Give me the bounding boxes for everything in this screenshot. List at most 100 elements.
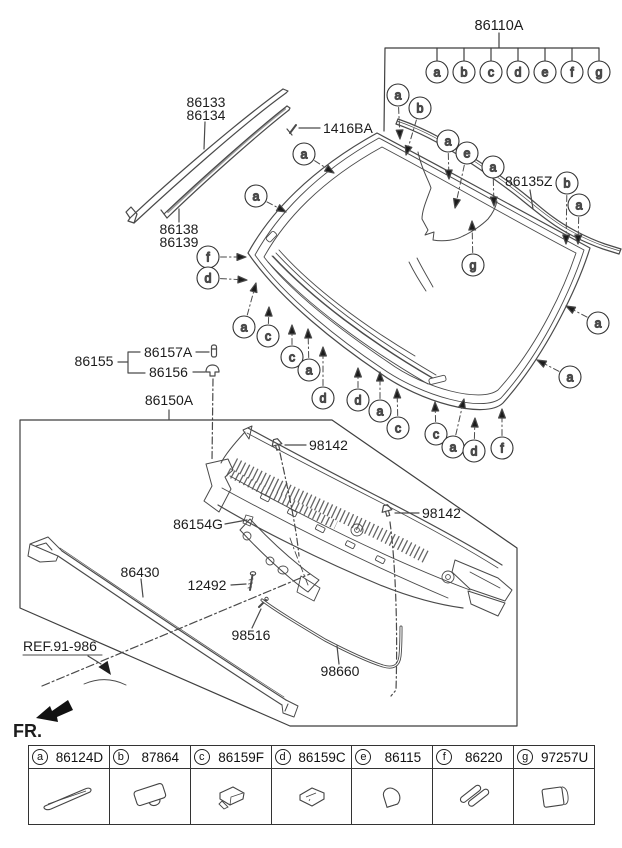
hose-drawing xyxy=(260,598,403,669)
callout-d-11[interactable]: d xyxy=(196,266,248,290)
label-86155[interactable]: 86155 xyxy=(75,353,114,369)
label-86156[interactable]: 86156 xyxy=(149,364,188,380)
callout-c-14[interactable]: c xyxy=(280,324,304,369)
label-1416BA[interactable]: 1416BA xyxy=(323,120,373,136)
label-98516[interactable]: 98516 xyxy=(232,627,271,643)
callout-a-12[interactable]: a xyxy=(232,282,259,339)
fr-label: FR. xyxy=(13,721,42,741)
label-layer: 86110A 86133 86134 86138 86139 1416BA 86… xyxy=(13,18,553,741)
legend-col-c[interactable]: c 86159F xyxy=(190,746,272,824)
callout-a-2[interactable]: a xyxy=(436,129,460,180)
callout-a-0[interactable]: a xyxy=(386,83,410,140)
legend-part-g: 97257U xyxy=(540,749,589,765)
group-callout-f[interactable]: f xyxy=(560,60,584,84)
svg-text:f: f xyxy=(206,251,210,265)
part-icon-clip xyxy=(218,785,245,810)
label-86135Z[interactable]: 86135Z xyxy=(505,173,553,189)
callout-a-25[interactable]: a xyxy=(535,357,582,389)
svg-text:a: a xyxy=(241,321,248,335)
label-98142-right[interactable]: 98142 xyxy=(422,505,461,521)
part-icon-pad xyxy=(383,787,401,808)
legend-part-d: 86159C xyxy=(298,749,346,765)
label-86157A[interactable]: 86157A xyxy=(144,344,193,360)
callout-f-23[interactable]: f xyxy=(490,408,514,460)
callout-g-7[interactable]: g xyxy=(461,220,485,277)
callout-b-1[interactable]: b xyxy=(403,96,432,156)
callout-d-16[interactable]: d xyxy=(311,346,335,410)
legend-letter-c: c xyxy=(193,749,210,765)
label-ref-91-986[interactable]: REF.91-986 xyxy=(23,638,97,654)
callout-e-3[interactable]: e xyxy=(452,141,479,209)
callout-d-17[interactable]: d xyxy=(346,367,370,412)
label-98660[interactable]: 98660 xyxy=(321,663,360,679)
group-callout-b[interactable]: b xyxy=(452,60,476,84)
legend-col-d[interactable]: d 86159C xyxy=(271,746,353,824)
svg-text:d: d xyxy=(205,272,212,286)
svg-text:a: a xyxy=(567,371,574,385)
label-98142-left[interactable]: 98142 xyxy=(309,437,348,453)
cowl-cover-drawing xyxy=(203,425,513,617)
legend-letter-e: e xyxy=(355,749,372,765)
legend-letter-d: d xyxy=(274,749,291,765)
fr-direction-arrow xyxy=(36,700,73,722)
label-12492[interactable]: 12492 xyxy=(188,577,227,593)
callout-d-22[interactable]: d xyxy=(462,417,486,463)
callout-a-4[interactable]: a xyxy=(481,155,505,207)
callout-c-20[interactable]: c xyxy=(424,401,448,446)
svg-text:a: a xyxy=(595,317,602,331)
label-86430[interactable]: 86430 xyxy=(121,564,160,580)
svg-text:a: a xyxy=(301,148,308,162)
group-callout-c[interactable]: c xyxy=(479,60,503,84)
group-callout-g[interactable]: g xyxy=(587,60,611,84)
callout-c-13[interactable]: c xyxy=(256,306,280,348)
legend-col-f[interactable]: f 86220 xyxy=(433,746,515,824)
callout-a-15[interactable]: a xyxy=(297,328,321,382)
legend-col-b[interactable]: b 87864 xyxy=(109,746,191,824)
dashline-98142-right xyxy=(389,521,398,697)
callout-c-19[interactable]: c xyxy=(386,388,410,440)
callout-b-5[interactable]: b xyxy=(555,171,579,245)
label-86134[interactable]: 86134 xyxy=(187,107,226,123)
group-bracket-86110A xyxy=(383,32,600,132)
legend-letter-a: a xyxy=(32,749,48,765)
svg-text:a: a xyxy=(576,199,583,213)
label-86154G[interactable]: 86154G xyxy=(173,516,223,532)
legend-part-b: 87864 xyxy=(141,749,180,765)
group-callout-a[interactable]: a xyxy=(425,60,449,84)
label-86139[interactable]: 86139 xyxy=(160,234,199,250)
leader-86430 xyxy=(140,578,144,598)
callout-f-10[interactable]: f xyxy=(196,245,247,269)
group-callout-e[interactable]: e xyxy=(533,60,557,84)
svg-text:b: b xyxy=(417,102,424,116)
callout-a-18[interactable]: a xyxy=(368,371,392,423)
legend-letter-b: b xyxy=(112,749,129,765)
leader-12492 xyxy=(230,583,247,586)
screw-12492-icon xyxy=(247,571,257,591)
legend-part-f: 86220 xyxy=(464,749,503,765)
legend-part-c: 86159F xyxy=(218,749,265,765)
callout-a-6[interactable]: a xyxy=(567,193,591,245)
svg-text:c: c xyxy=(488,66,494,80)
legend-col-a[interactable]: a 86124D xyxy=(29,746,110,824)
callout-a-9[interactable]: a xyxy=(244,184,288,215)
part-icon-double-strip xyxy=(460,784,490,807)
callout-a-24[interactable]: a xyxy=(564,303,610,335)
callout-a-8[interactable]: a xyxy=(292,142,336,176)
leader-86135Z xyxy=(529,189,534,210)
group-callout-d[interactable]: d xyxy=(506,60,530,84)
svg-text:d: d xyxy=(355,394,362,408)
label-86133[interactable]: 86133 xyxy=(187,94,226,110)
legend-letter-f: f xyxy=(436,749,453,765)
callout-a-21[interactable]: a xyxy=(441,398,467,459)
label-86138[interactable]: 86138 xyxy=(160,221,199,237)
svg-text:a: a xyxy=(490,161,497,175)
legend-part-a: 86124D xyxy=(55,749,104,765)
ref-arrow xyxy=(22,654,127,686)
label-86110A[interactable]: 86110A xyxy=(475,18,524,34)
label-86150A[interactable]: 86150A xyxy=(145,392,194,408)
leader-86133 xyxy=(203,121,206,150)
